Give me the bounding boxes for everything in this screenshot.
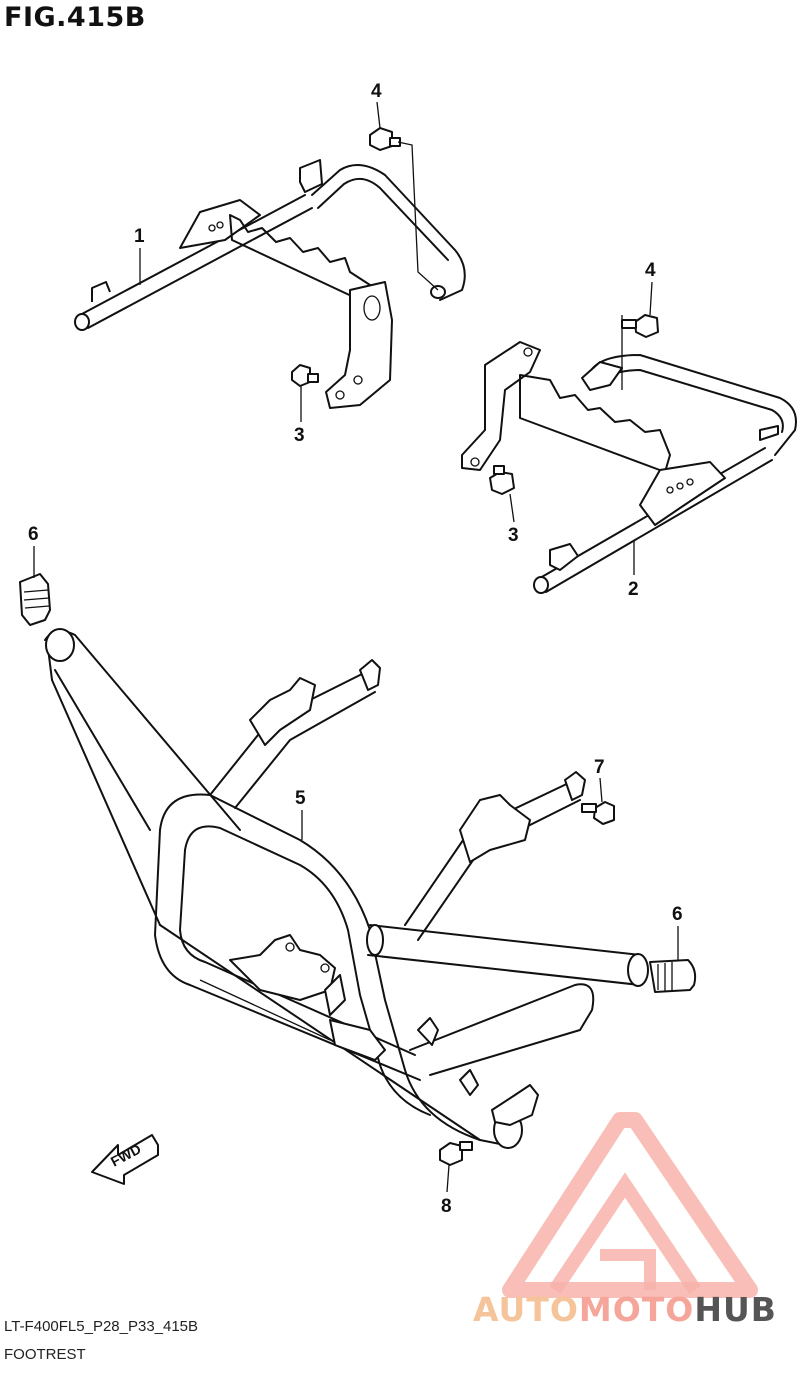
callout-2: 2 bbox=[628, 579, 639, 600]
bolt-7[interactable] bbox=[581, 801, 615, 825]
bolt-4-upper[interactable] bbox=[369, 127, 401, 151]
callout-5: 5 bbox=[295, 788, 306, 809]
callout-3-left: 3 bbox=[294, 425, 305, 446]
callout-3-right: 3 bbox=[508, 525, 519, 546]
watermark-moto: MOTO bbox=[578, 1290, 695, 1329]
footrest-right-part-2[interactable] bbox=[461, 341, 797, 594]
bolt-3-left[interactable] bbox=[291, 364, 319, 387]
footrest-frame-part-5[interactable] bbox=[44, 628, 649, 1149]
bolt-4-upper-leader bbox=[397, 141, 439, 291]
callout-1: 1 bbox=[134, 226, 145, 247]
callout-6-right: 6 bbox=[672, 904, 683, 925]
bolt-3-right[interactable] bbox=[489, 465, 515, 495]
leader-4-right bbox=[649, 281, 653, 316]
callout-6-left: 6 bbox=[28, 524, 39, 545]
leader-4-upper bbox=[376, 101, 381, 129]
cap-6-right[interactable] bbox=[649, 959, 697, 993]
callout-7: 7 bbox=[594, 757, 605, 778]
figure-title: FIG.415B bbox=[4, 2, 146, 33]
callout-4-right: 4 bbox=[645, 260, 656, 281]
watermark-hub: HUB bbox=[694, 1290, 777, 1329]
leader-7 bbox=[599, 777, 603, 803]
footrest-left-part-1[interactable] bbox=[74, 159, 466, 409]
leader-3-right bbox=[509, 493, 515, 523]
leader-8 bbox=[446, 1164, 450, 1193]
callout-8: 8 bbox=[441, 1196, 452, 1217]
figure-caption: FOOTREST bbox=[4, 1346, 86, 1363]
callout-4-upper: 4 bbox=[371, 81, 382, 102]
watermark-auto: AUTO bbox=[473, 1290, 579, 1329]
bolt-8[interactable] bbox=[439, 1141, 473, 1166]
watermark-text: AUTOMOTOHUB bbox=[473, 1290, 777, 1329]
watermark-logo-mark bbox=[502, 1112, 758, 1298]
fwd-arrow: FWD bbox=[91, 1134, 159, 1185]
figure-code: LT-F400FL5_P28_P33_415B bbox=[4, 1318, 199, 1335]
cap-6-left[interactable] bbox=[19, 573, 51, 626]
bolt-4-right[interactable] bbox=[621, 314, 659, 338]
